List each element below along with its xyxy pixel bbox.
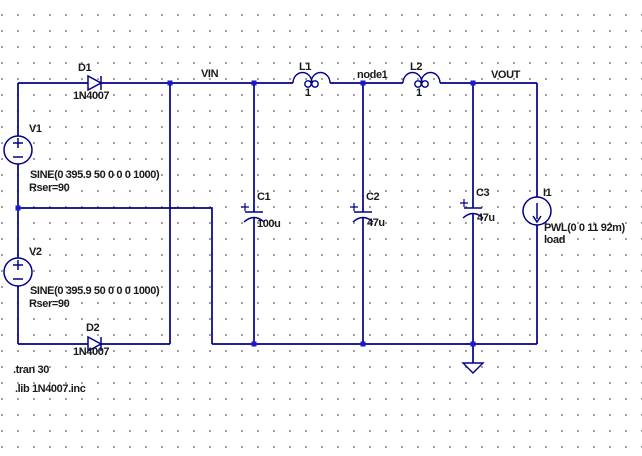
junction-dot (15, 205, 21, 211)
net-label-vin[interactable]: VIN (201, 68, 219, 80)
c1-plus-icon (241, 203, 249, 211)
c2-ref-label[interactable]: C2 (366, 191, 380, 203)
l1-ref-label[interactable]: L1 (299, 61, 312, 73)
junction-dot (360, 80, 366, 86)
d2-model-label[interactable]: 1N4007 (73, 346, 110, 358)
junction-dot (360, 341, 366, 347)
capacitor-c1-symbol[interactable] (241, 203, 265, 223)
directive-lib[interactable]: .lib 1N4007.inc (15, 383, 86, 395)
l1-coil-loop (311, 80, 319, 88)
v1-circle (3, 135, 33, 165)
current-source-i1-symbol[interactable] (522, 196, 552, 226)
v1-value-label[interactable]: SINE(0 395.9 50 0 0 0 1000) (30, 169, 160, 181)
c2-bottom-plate (352, 216, 374, 223)
l2-coil-loop (421, 80, 429, 88)
capacitor-c3-symbol[interactable] (460, 199, 484, 219)
inductor-l1-symbol[interactable] (292, 71, 331, 88)
inductor-l2-symbol[interactable] (402, 71, 441, 88)
directive-tran[interactable]: .tran 30 (13, 364, 49, 376)
voltage-source-v2-symbol[interactable] (3, 257, 33, 287)
v1-plus-icon (13, 138, 23, 148)
c3-value-label[interactable]: 47u (477, 212, 495, 224)
d2-ref-label[interactable]: D2 (86, 322, 100, 334)
c3-bottom-plate (462, 212, 484, 219)
v1-ref-label[interactable]: V1 (29, 123, 42, 135)
capacitor-c2-symbol[interactable] (350, 203, 374, 223)
junction-dot (251, 80, 257, 86)
ground-icon[interactable] (461, 362, 485, 374)
d1-ref-label[interactable]: D1 (78, 62, 92, 74)
junction-dot (470, 341, 476, 347)
diode-d1-triangle (87, 74, 103, 92)
junction-dot (167, 80, 173, 86)
l2-ref-label[interactable]: L2 (410, 61, 423, 73)
v2-ref-label[interactable]: V2 (29, 246, 42, 258)
l2-coil-arc (420, 71, 441, 84)
c2-value-label[interactable]: 47u (367, 217, 385, 229)
wire-center-tap[interactable] (18, 207, 213, 344)
l2-value-label[interactable]: 1 (416, 87, 422, 99)
i1-comment-label[interactable]: load (544, 234, 566, 246)
l1-value-label[interactable]: 1 (305, 87, 311, 99)
i1-value-label[interactable]: PWL(0 0 11 92m) (544, 222, 625, 234)
c3-ref-label[interactable]: C3 (476, 187, 490, 199)
c2-plus-icon (350, 203, 358, 211)
junction-dot (470, 80, 476, 86)
c3-plus-icon (460, 199, 468, 207)
net-label-node1[interactable]: node1 (357, 69, 388, 81)
voltage-source-v1-symbol[interactable] (3, 135, 33, 165)
v2-param-label[interactable]: Rser=90 (29, 298, 70, 310)
v1-param-label[interactable]: Rser=90 (29, 182, 70, 194)
i1-arrow-head-icon (532, 215, 542, 224)
v2-value-label[interactable]: SINE(0 395.9 50 0 0 0 1000) (30, 285, 160, 297)
diode-d2-symbol[interactable] (87, 335, 103, 353)
junction-dot (251, 341, 257, 347)
l1-coil-arc (310, 71, 331, 84)
v2-circle (3, 257, 33, 287)
c1-bottom-plate (243, 216, 265, 223)
diode-d2-triangle (87, 335, 103, 353)
d1-model-label[interactable]: 1N4007 (73, 90, 110, 102)
diode-d1-symbol[interactable] (87, 74, 103, 92)
c1-ref-label[interactable]: C1 (257, 191, 271, 203)
net-label-vout[interactable]: VOUT (491, 69, 520, 81)
c1-value-label[interactable]: 100u (257, 218, 281, 230)
i1-ref-label[interactable]: I1 (543, 187, 552, 199)
v2-plus-icon (13, 260, 23, 270)
